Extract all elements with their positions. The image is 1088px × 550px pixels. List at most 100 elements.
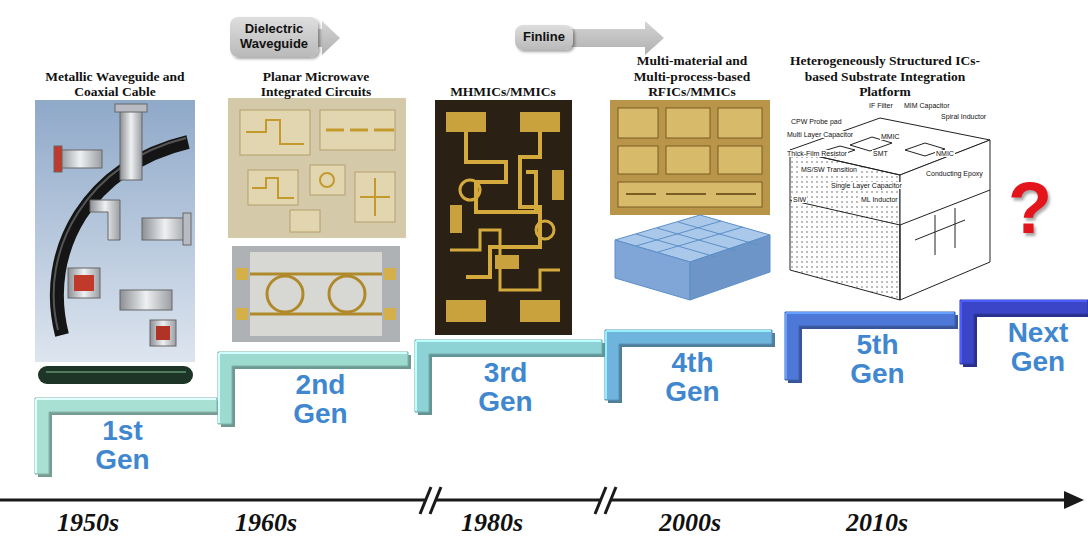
- waveguide-photo: [35, 100, 195, 362]
- component-label: CPW Probe pad: [790, 118, 843, 125]
- time-axis: [595, 487, 606, 514]
- waveguide-photo: [142, 218, 188, 240]
- component-label: Spiral Inductor: [940, 113, 987, 120]
- waveguide-photo: [35, 100, 195, 384]
- technology-tag: Dielectric Waveguide: [230, 17, 318, 57]
- platform-schematic: [790, 190, 990, 225]
- rfic-chip-photo: [666, 108, 710, 138]
- planar-circuit-photo: [384, 268, 396, 280]
- platform-schematic: [900, 225, 901, 300]
- planar-circuit-photo: [246, 120, 304, 144]
- planar-circuit-photo: [232, 246, 400, 342]
- generation-label: 4th Gen: [645, 348, 740, 407]
- generation-heading: MHMICs/MMICs: [433, 84, 573, 100]
- platform-schematic: [935, 208, 955, 255]
- generation-step: 5th Gen: [785, 312, 955, 393]
- rfic-chip-photo: [618, 146, 658, 174]
- rfic-chip-photo: [636, 221, 758, 257]
- time-axis: [0, 499, 1068, 502]
- mmic-die-photo: [520, 112, 560, 132]
- component-label: Conducting Epoxy: [925, 170, 984, 177]
- planar-circuit-photo: [320, 173, 334, 187]
- planar-circuit-photo: [240, 110, 310, 155]
- mmic-die-photo: [450, 205, 462, 233]
- time-axis: [1064, 491, 1084, 509]
- generation-step: 2nd Gen: [218, 352, 408, 433]
- planar-circuit-photo: [267, 276, 303, 312]
- generation-label: 3rd Gen: [458, 358, 553, 417]
- waveguide-photo: [68, 268, 100, 298]
- rfic-chip-photo: [618, 108, 658, 138]
- rfic-chip-photo: [666, 146, 710, 174]
- rfic-chip-photo: [626, 193, 756, 195]
- generation-step: Next Gen: [960, 300, 1088, 381]
- generation-step: 1st Gen: [35, 398, 217, 479]
- planar-circuit-photo: [252, 178, 294, 198]
- component-label: IF Filter: [868, 102, 894, 109]
- year-label: 2000s: [635, 510, 745, 536]
- technology-label: Finline: [523, 30, 565, 45]
- waveguide-photo: [156, 326, 170, 340]
- waveguide-photo: [38, 366, 193, 384]
- waveguide-photo: [58, 150, 102, 168]
- waveguide-photo: [150, 320, 176, 346]
- rfic-chip-photo: [718, 146, 762, 174]
- waveguide-photo: [183, 213, 191, 245]
- generation-label: Next Gen: [993, 318, 1083, 377]
- mmic-die-photo: [435, 100, 572, 335]
- rfic-chip-photo: [718, 108, 762, 138]
- generation-heading: Multi-material and Multi-process-based R…: [617, 53, 767, 100]
- planar-circuit-photo: [248, 170, 298, 205]
- time-axis: [430, 487, 441, 514]
- mmic-die-photo: [536, 221, 554, 239]
- generation-step: 4th Gen: [605, 330, 772, 411]
- component-label: Single Layer Capacitor: [830, 182, 903, 189]
- platform-schematic: [915, 220, 965, 240]
- year-label: 1960s: [211, 510, 321, 536]
- rfic-chip-photo: [610, 100, 770, 300]
- component-label: Multi Layer Capacitor: [786, 131, 854, 138]
- platform-schematic: [790, 118, 990, 300]
- planar-circuit-photo: [360, 178, 390, 216]
- planar-circuit-photo: [250, 313, 382, 316]
- planar-circuit-photo: [228, 98, 406, 342]
- generation-label: 5th Gen: [830, 330, 925, 389]
- component-label: NMIC: [935, 150, 955, 157]
- technology-tag: Finline: [515, 25, 573, 50]
- planar-circuit-photo: [290, 210, 320, 232]
- rfic-chip-photo: [615, 240, 690, 300]
- year-label: 1980s: [437, 510, 547, 536]
- generation-heading: Metallic Waveguide and Coaxial Cable: [45, 69, 185, 100]
- time-axis: [605, 487, 616, 514]
- waveguide-photo: [120, 108, 142, 180]
- mmic-die-photo: [466, 132, 540, 277]
- planar-circuit-photo: [236, 268, 248, 280]
- planar-circuit-photo: [310, 165, 345, 195]
- generation-step: 3rd Gen: [415, 340, 602, 421]
- component-label: MIM Capacitor: [903, 102, 951, 109]
- technology-label: Dielectric Waveguide: [238, 22, 310, 52]
- planar-circuit-photo: [384, 308, 396, 320]
- waveguide-photo: [54, 146, 62, 172]
- planar-circuit-photo: [250, 273, 382, 276]
- planar-circuit-photo: [228, 98, 406, 238]
- component-label: SMT: [872, 150, 889, 157]
- planar-circuit-photo: [329, 276, 365, 312]
- rfic-chip-photo: [610, 100, 770, 215]
- planar-circuit-photo: [320, 110, 395, 150]
- waveguide-photo: [115, 104, 147, 112]
- component-label: Thick-Film Resistor: [786, 150, 848, 157]
- mmic-die-photo: [520, 300, 560, 322]
- generation-heading: Heterogeneously Structured ICs-based Sub…: [789, 53, 981, 100]
- year-label: 2010s: [822, 510, 932, 536]
- question-mark: ?: [1008, 172, 1052, 244]
- mmic-die-photo: [460, 180, 480, 200]
- component-label: MMIC: [880, 133, 901, 140]
- platform-schematic: [790, 150, 900, 300]
- waveguide-photo: [46, 371, 186, 373]
- mmic-die-photo: [552, 170, 564, 200]
- time-axis: [0, 487, 1084, 514]
- planar-circuit-photo: [236, 308, 248, 320]
- mmic-die-photo: [446, 112, 486, 132]
